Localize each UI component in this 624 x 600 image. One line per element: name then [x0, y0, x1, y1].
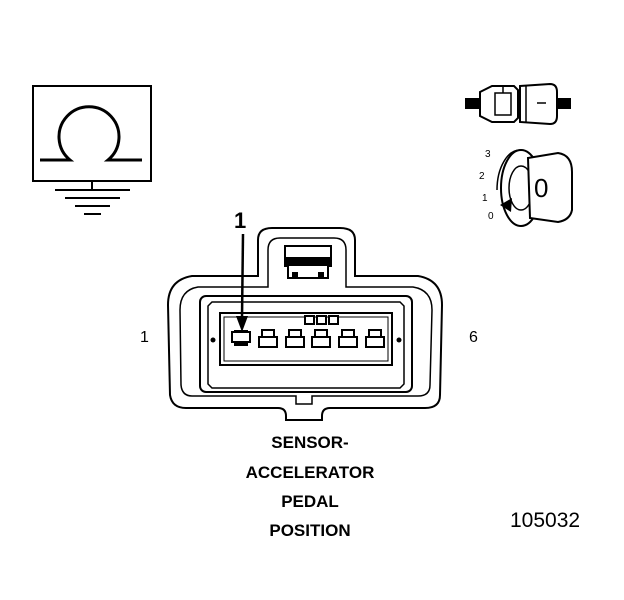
inline-connector-icon — [465, 82, 571, 126]
key-position-0: 0 — [488, 211, 494, 222]
key-slots — [304, 315, 339, 325]
connector-title-line-2: ACCELERATOR — [245, 463, 375, 482]
terminal-4 — [311, 329, 331, 348]
key-position-3: 3 — [485, 149, 491, 160]
pin-label-right: 6 — [469, 329, 478, 346]
callout-arrow — [236, 233, 248, 332]
omega-ground-icon — [32, 85, 152, 215]
connector-title-line-3: PEDAL — [281, 492, 339, 511]
terminal-3 — [285, 329, 305, 348]
connector-title-line-4: POSITION — [269, 521, 351, 540]
terminal-6 — [365, 329, 385, 348]
connector-latch — [284, 245, 332, 279]
pin-label-left: 1 — [140, 329, 149, 346]
key-label: 0 — [534, 173, 549, 203]
key-position-1: 1 — [482, 193, 488, 204]
connector-title-line-1: SENSOR- — [271, 433, 349, 452]
ignition-key-icon — [496, 149, 573, 227]
figure-number: 105032 — [510, 509, 581, 532]
mounting-dot-right — [396, 337, 402, 343]
terminal-5 — [338, 329, 358, 348]
terminal-1 — [231, 330, 251, 346]
connector-housing — [166, 227, 444, 421]
key-position-2: 2 — [479, 171, 485, 182]
mounting-dot-left — [210, 337, 216, 343]
pin-callout-label: 1 — [234, 208, 247, 233]
terminal-2 — [258, 329, 278, 348]
